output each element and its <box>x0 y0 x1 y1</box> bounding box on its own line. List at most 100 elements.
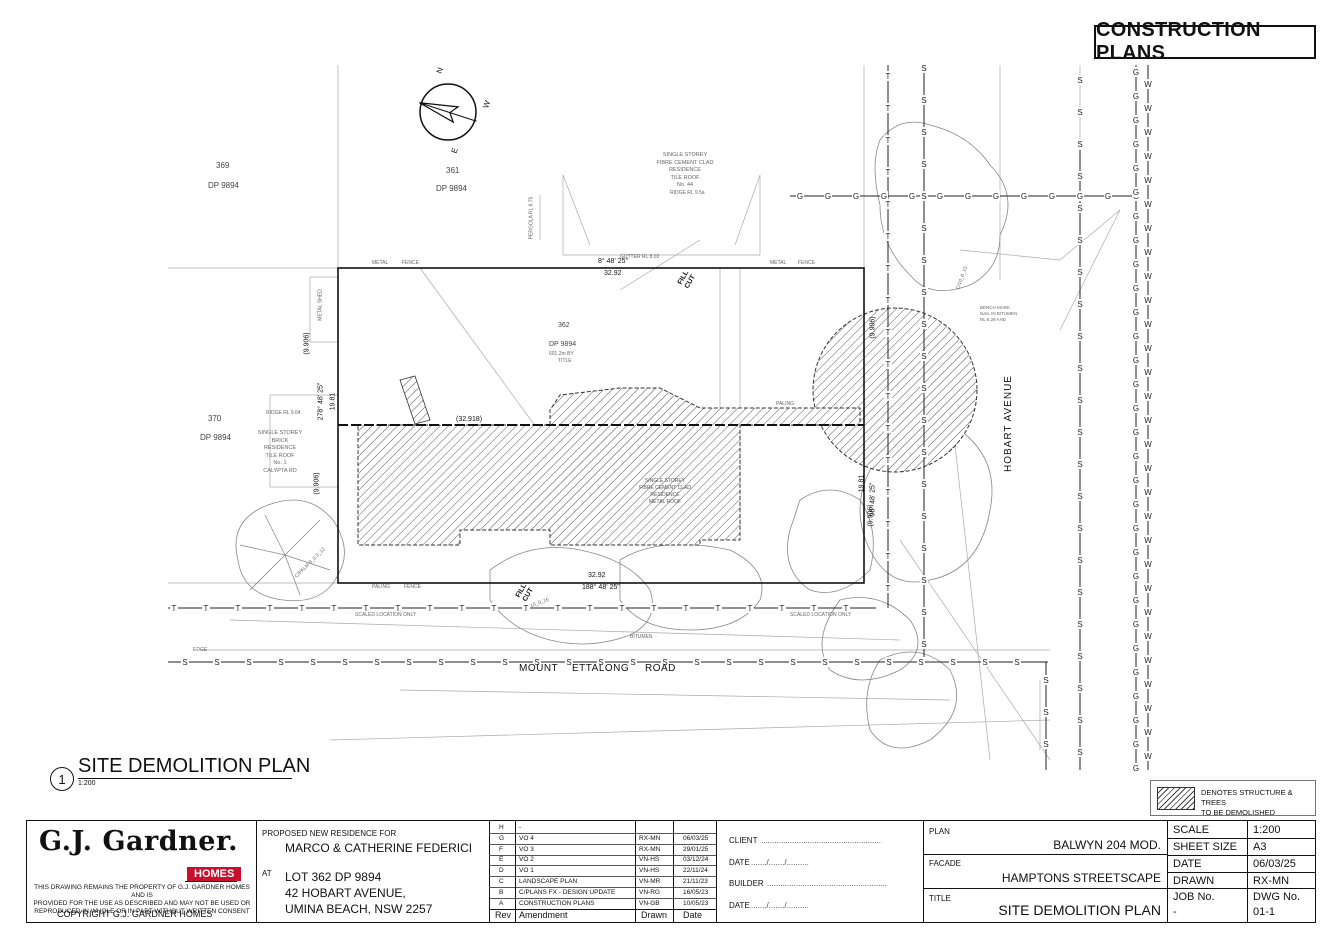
gas-marker: G <box>1133 428 1139 437</box>
telecom-marker: T <box>492 604 497 613</box>
sewer-marker: S <box>406 658 411 667</box>
gas-marker: G <box>1105 192 1111 201</box>
water-marker: W <box>1144 752 1152 761</box>
amend-header-date: Date <box>683 910 703 920</box>
telecom-marker: T <box>460 604 465 613</box>
west-easement-2: (9.906) <box>313 472 321 495</box>
telecom-marker: T <box>364 604 369 613</box>
sewer-marker: S <box>182 658 187 667</box>
builder-date-blank: ......./......./.......... <box>751 901 809 910</box>
sewer-marker: S <box>921 576 926 585</box>
gas-marker: G <box>1133 524 1139 533</box>
gas-marker: G <box>853 192 859 201</box>
company-logo: G.J. Gardner. <box>39 826 239 857</box>
sewer-marker: S <box>1043 676 1048 685</box>
lot-361-dp: DP 9894 <box>436 184 467 193</box>
telecom-marker: T <box>886 424 891 433</box>
sewer-marker: S <box>1077 684 1082 693</box>
telecom-marker: T <box>886 360 891 369</box>
sewer-marker: S <box>1077 652 1082 661</box>
telecom-marker: T <box>780 604 785 613</box>
telecom-marker: T <box>886 392 891 401</box>
amendment-text: VO 1 <box>519 867 534 875</box>
telecom-marker: T <box>886 328 891 337</box>
gas-marker: G <box>1133 764 1139 773</box>
gas-marker: G <box>1133 596 1139 605</box>
pergola-label: PERGOLA RL 8.75 <box>528 196 535 240</box>
amendment-rev: A <box>499 899 504 907</box>
scaled-location-label: SCALED LOCATION ONLY <box>355 612 417 618</box>
water-marker: W <box>1144 632 1152 641</box>
telecom-marker: T <box>886 520 891 529</box>
road-road: ROAD <box>645 663 676 674</box>
sewer-marker: S <box>921 448 926 457</box>
telecom-marker: T <box>886 232 891 241</box>
east-length: 19.81 <box>858 474 866 493</box>
east-easement: (9.906) <box>869 316 877 339</box>
water-marker: W <box>1144 728 1152 737</box>
drawn-value: RX-MN <box>1253 875 1290 887</box>
gas-marker: G <box>1077 192 1083 201</box>
telecom-marker: T <box>524 604 529 613</box>
sewer-marker: S <box>1077 428 1082 437</box>
west-easement: (9.906) <box>303 332 311 355</box>
gas-marker: G <box>825 192 831 201</box>
sewer-marker: S <box>1077 300 1082 309</box>
telecom-marker: T <box>620 604 625 613</box>
gas-marker: G <box>937 192 943 201</box>
amend-header-rev: Rev <box>495 910 512 920</box>
metal-fence-label: METAL <box>372 260 389 266</box>
sewer-marker: S <box>790 658 795 667</box>
road-mount: MOUNT <box>519 663 559 674</box>
bitumen-label: BITUMEN <box>630 634 653 640</box>
ridge-1: RIDGE RL 9.64 <box>266 410 301 416</box>
sewer-marker: S <box>1077 748 1082 757</box>
telecom-marker: T <box>886 296 891 305</box>
sheet-size-label: SHEET SIZE <box>1173 841 1237 853</box>
lot-369: 369 <box>216 161 230 170</box>
title-label: TITLE <box>929 894 951 903</box>
gas-marker: G <box>993 192 999 201</box>
sewer-marker: S <box>662 658 667 667</box>
subject-lot-dp: DP 9894 <box>549 341 577 348</box>
client-label: CLIENT <box>729 836 758 845</box>
sewer-marker: S <box>1077 140 1082 149</box>
sewer-marker: S <box>1043 708 1048 717</box>
sewer-marker: S <box>950 658 955 667</box>
date-value: 06/03/25 <box>1253 858 1296 870</box>
subject-lot: 362 <box>558 322 570 329</box>
sewer-marker: S <box>438 658 443 667</box>
water-marker: W <box>1144 128 1152 137</box>
amendment-text: LANDSCAPE PLAN <box>519 878 578 885</box>
dwg-no-label: DWG No. <box>1253 891 1301 903</box>
water-marker: W <box>1144 344 1152 353</box>
drawing-number: 1 <box>50 767 74 791</box>
telecom-marker: T <box>886 136 891 145</box>
amendment-date: 29/01/25 <box>683 845 709 853</box>
sewer-marker: S <box>921 192 926 201</box>
amendment-rev: B <box>499 888 504 896</box>
sewer-marker: S <box>278 658 283 667</box>
tree-to-demolish <box>812 307 978 473</box>
sewer-marker: S <box>598 658 603 667</box>
proposed-label: PROPOSED NEW RESIDENCE FOR <box>262 829 397 838</box>
water-marker: W <box>1144 488 1152 497</box>
gas-marker: G <box>1133 68 1139 77</box>
paling-fence-label-2: PALING <box>372 584 390 590</box>
sewer-marker: S <box>921 320 926 329</box>
sewer-marker: S <box>921 544 926 553</box>
paling-fence-label: PALING <box>776 401 794 407</box>
road-hobart-avenue: HOBART AVENUE <box>1002 375 1014 472</box>
sheet-size-value: A3 <box>1253 841 1267 853</box>
gas-marker: G <box>1133 116 1139 125</box>
plan-value: BALWYN 204 MOD. <box>1053 838 1161 852</box>
internal-dimension: (32.918) <box>456 416 483 423</box>
telecom-marker: T <box>886 584 891 593</box>
sewer-marker: S <box>886 658 891 667</box>
telecom-marker: T <box>236 604 241 613</box>
